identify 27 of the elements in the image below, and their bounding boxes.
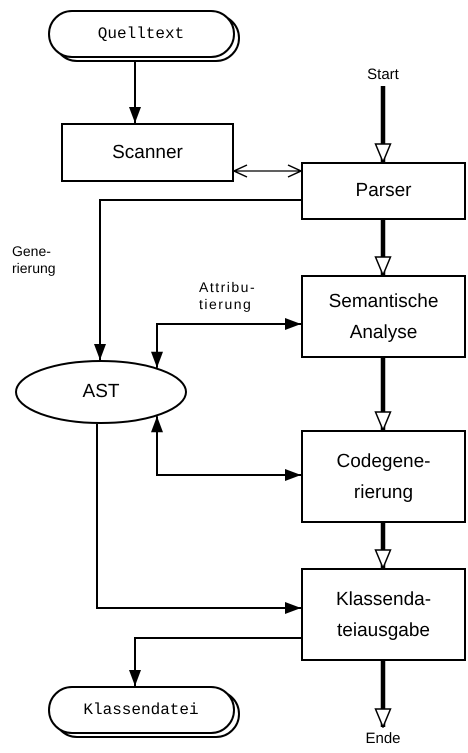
arrow [374,358,392,431]
arrow [129,637,301,686]
arrow [94,199,301,360]
arrow [374,86,392,163]
node-label: Klassenda- teiausgabe [334,588,432,642]
node-label: AST [82,381,120,403]
node-label: Parser [356,180,412,202]
node-label: Semantische Analyse [328,290,440,344]
arrow [374,523,392,569]
arrow [151,416,301,481]
end-label: Ende [365,730,401,746]
node-label: Quelltext [98,24,184,42]
process-box [61,123,234,182]
arrow [151,318,301,368]
arrow [374,220,392,276]
node-label: Codegene- rierung [335,450,432,504]
process-box [301,568,466,661]
node-label: Scanner [112,142,183,164]
arrow [374,661,392,728]
arrow [96,424,301,614]
start-label: Start [367,66,399,82]
arrow [233,164,302,178]
process-box [301,162,466,220]
arrow [129,62,141,123]
process-box [301,430,466,523]
node-label: Klassendatei [83,700,199,718]
process-box [301,275,466,358]
